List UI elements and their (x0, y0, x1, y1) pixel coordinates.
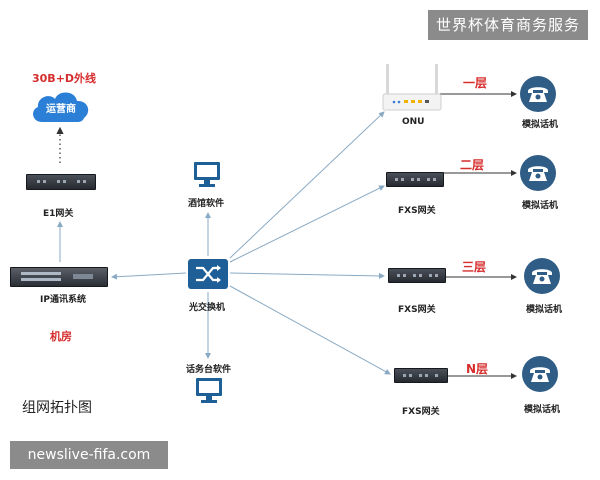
telephone-icon (530, 367, 550, 382)
e1-gateway-label: E1网关 (43, 209, 74, 219)
link-switch-fxsn (229, 285, 391, 375)
fxs-gateway-device-n (394, 368, 448, 383)
diagram-title: 组网拓扑图 (22, 400, 92, 416)
floor-label-2: 二层 (460, 158, 485, 172)
telephone-icon (528, 166, 548, 181)
phone-n (522, 356, 558, 392)
shuffle-switch-icon (188, 259, 228, 289)
hotel-software-label: 酒馆软件 (188, 199, 225, 209)
optical-switch-label: 光交换机 (189, 303, 226, 313)
floor-label-3: 三层 (462, 260, 487, 274)
phone-1 (520, 76, 556, 112)
fxs-gateway-device-2 (386, 172, 444, 187)
phone-label-2: 模拟话机 (522, 201, 559, 211)
ip-system-device (10, 267, 108, 287)
watermark-top: 世界杯体育商务服务 (428, 10, 588, 40)
watermark-bottom: newslive-fifa.com (10, 441, 168, 469)
link-switch-onu (229, 111, 385, 259)
telephone-icon (528, 87, 548, 102)
carrier-label: 运营商 (46, 104, 76, 115)
optical-switch-device (187, 258, 229, 290)
phone-label-3: 模拟话机 (526, 305, 563, 315)
phone-label-n: 模拟话机 (524, 405, 561, 415)
fxs-gateway-label-2: FXS网关 (398, 206, 436, 216)
operator-software-monitor (194, 376, 224, 406)
link-switch-fxs3 (229, 272, 385, 279)
carrier-cloud: 运营商 (28, 86, 94, 126)
telephone-icon (532, 269, 552, 284)
cloud-icon (33, 92, 89, 122)
phone-2 (520, 155, 556, 191)
onu-label: ONU (402, 117, 425, 127)
router-icon (382, 64, 442, 111)
phone-label-1: 模拟话机 (522, 120, 559, 130)
floor-label-n: N层 (466, 362, 489, 376)
ip-system-label: IP通讯系统 (40, 295, 86, 305)
link-switch-fxs2 (229, 185, 385, 263)
monitor-icon (196, 378, 222, 403)
fxs-gateway-label-3: FXS网关 (398, 305, 436, 315)
fxs-gateway-label-n: FXS网关 (402, 407, 440, 417)
trunk-label: 30B+D外线 (32, 72, 97, 85)
fxs-gateway-device-3 (388, 268, 446, 283)
onu-device (380, 62, 444, 114)
e1-gateway-device (26, 174, 96, 190)
monitor-icon (194, 162, 220, 187)
operator-software-label: 话务台软件 (186, 365, 232, 375)
link-switch-ip (111, 272, 187, 280)
phone-3 (524, 258, 560, 294)
hotel-software-monitor (192, 160, 222, 190)
machine-room-label: 机房 (50, 330, 72, 343)
floor-label-1: 一层 (463, 76, 488, 90)
